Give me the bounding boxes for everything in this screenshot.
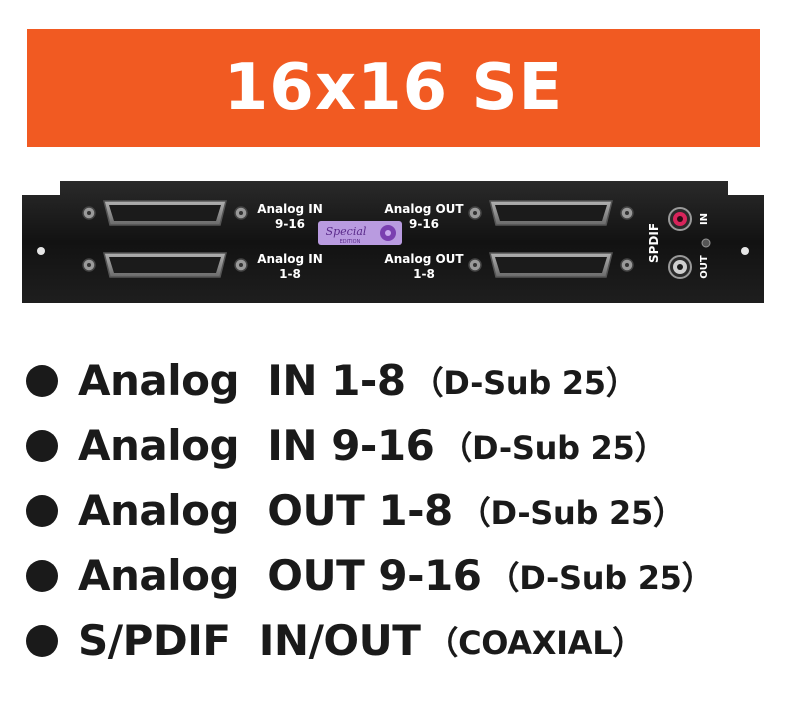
dsub-analog-out-9-16 [468, 200, 634, 226]
interface-panel-image: Analog IN 9-16 Analog IN 1-8 Analog OUT … [22, 181, 764, 303]
dsub-analog-out-1-8 [468, 252, 634, 278]
feature-label: Analog IN 9-16 [78, 421, 435, 470]
label-spdif: SPDIF [647, 223, 661, 263]
feature-spec: （D-Sub 25） [440, 428, 667, 467]
title-banner: 16x16 SE [27, 29, 760, 147]
feature-item: Analog OUT 9-16 （D-Sub 25） [26, 543, 786, 608]
bullet-icon [26, 494, 58, 527]
feature-spec: （COAXIAL） [426, 623, 645, 662]
badge-line2: EDITION [340, 239, 361, 245]
bullet-icon [26, 364, 58, 397]
label-analog-out-top-2: 9-16 [409, 217, 439, 231]
label-analog-out-bottom-2: 1-8 [413, 267, 435, 281]
feature-list: Analog IN 1-8 （D-Sub 25） Analog IN 9-16 … [26, 348, 786, 673]
feature-label: Analog OUT 1-8 [78, 486, 453, 535]
feature-spec: （D-Sub 25） [487, 558, 714, 597]
label-spdif-out: OUT [699, 255, 710, 279]
feature-item: S/PDIF IN/OUT （COAXIAL） [26, 608, 786, 673]
mount-hole-right [741, 247, 749, 255]
label-analog-in-bottom-2: 1-8 [279, 267, 301, 281]
label-analog-in-top-2: 9-16 [275, 217, 305, 231]
feature-label: Analog IN 1-8 [78, 356, 406, 405]
mount-hole-left [37, 247, 45, 255]
badge-line1: Special [326, 225, 367, 238]
feature-item: Analog IN 9-16 （D-Sub 25） [26, 413, 786, 478]
special-edition-badge: Special EDITION [318, 221, 402, 245]
feature-label: S/PDIF IN/OUT [78, 616, 421, 665]
feature-label: Analog OUT 9-16 [78, 551, 482, 600]
spdif-in-jack [668, 207, 692, 231]
feature-spec: （D-Sub 25） [411, 363, 638, 402]
label-analog-out-top-1: Analog OUT [384, 202, 464, 216]
banner-title: 16x16 SE [223, 51, 564, 125]
bullet-icon [26, 559, 58, 592]
dsub-analog-in-1-8 [82, 252, 248, 278]
bullet-icon [26, 429, 58, 462]
feature-item: Analog IN 1-8 （D-Sub 25） [26, 348, 786, 413]
label-analog-in-bottom-1: Analog IN [257, 252, 323, 266]
panel-svg: Analog IN 9-16 Analog IN 1-8 Analog OUT … [22, 181, 764, 303]
label-analog-out-bottom-1: Analog OUT [384, 252, 464, 266]
dsub-analog-in-9-16 [82, 200, 248, 226]
spdif-out-jack [668, 255, 692, 279]
bullet-icon [26, 624, 58, 657]
feature-spec: （D-Sub 25） [458, 493, 685, 532]
spdif-screw [701, 238, 711, 248]
label-analog-in-top-1: Analog IN [257, 202, 323, 216]
label-spdif-in: IN [699, 213, 710, 225]
feature-item: Analog OUT 1-8 （D-Sub 25） [26, 478, 786, 543]
